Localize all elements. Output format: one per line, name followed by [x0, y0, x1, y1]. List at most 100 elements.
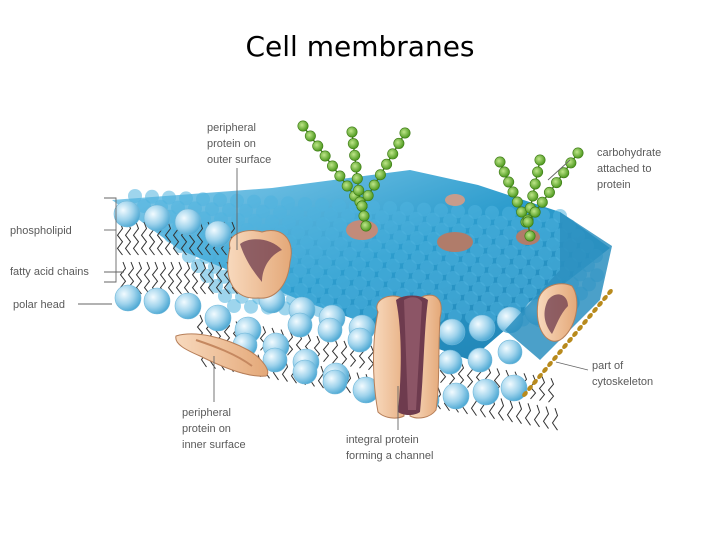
- surface-head: [247, 194, 261, 209]
- surface-head: [362, 286, 376, 301]
- cytoskeleton-bead: [542, 366, 548, 374]
- surface-head: [294, 283, 308, 297]
- sugar-unit: [347, 138, 359, 150]
- surface-head: [538, 246, 552, 261]
- surface-head: [537, 227, 551, 242]
- surface-head: [354, 295, 368, 310]
- cytoskeleton-bead: [532, 378, 538, 386]
- surface-head: [325, 227, 339, 241]
- surface-head: [282, 215, 296, 230]
- surface-head: [292, 244, 306, 259]
- surface-head: [419, 241, 433, 255]
- surface-head: [315, 197, 329, 212]
- surface-head: [420, 260, 434, 275]
- sugar-unit: [529, 206, 541, 218]
- surface-head: [446, 271, 460, 285]
- surface-head: [145, 189, 159, 204]
- phospholipid-head: [500, 374, 528, 402]
- sugar-unit: [543, 186, 555, 198]
- surface-head: [341, 208, 355, 223]
- surface-head: [531, 275, 545, 289]
- surface-head: [421, 279, 435, 294]
- surface-head: [264, 195, 278, 210]
- phospholipid-head: [204, 304, 232, 332]
- cytoskeleton-bead: [587, 312, 593, 320]
- surface-head: [309, 245, 323, 260]
- label-polar-head: polar head: [13, 299, 65, 311]
- label-cytoskeleton: part of cytoskeleton: [592, 360, 653, 388]
- surface-head: [386, 258, 400, 273]
- surface-head: [402, 240, 416, 255]
- surface-head: [336, 275, 350, 290]
- surface-head: [523, 284, 537, 299]
- surface-head: [539, 265, 553, 280]
- surface-head: [445, 251, 459, 266]
- surface-head: [504, 245, 518, 259]
- surface-head: [179, 191, 193, 206]
- cytoskeleton-fiber: [522, 288, 613, 398]
- sugar-unit: [346, 126, 358, 138]
- sugar-unit: [381, 158, 393, 170]
- surface-head: [353, 276, 367, 291]
- surface-head: [244, 299, 258, 314]
- fatty-acid-tail: [542, 406, 550, 429]
- surface-head: [496, 254, 510, 269]
- surface-head: [481, 291, 495, 306]
- fatty-acid-tail: [199, 261, 207, 295]
- surface-head: [394, 249, 408, 264]
- fatty-acid-tail: [367, 345, 375, 371]
- fatty-acid-tail: [175, 261, 183, 295]
- surface-head: [281, 196, 295, 211]
- surface-head: [265, 214, 279, 229]
- sugar-unit: [350, 161, 362, 173]
- surface-head: [434, 203, 448, 218]
- sugar-unit: [387, 148, 399, 160]
- surface-head: [216, 250, 230, 265]
- fatty-acid-tail: [215, 261, 223, 295]
- integral-channel-protein: [373, 294, 442, 419]
- fatty-acid-tail: [317, 365, 325, 389]
- surface-head: [302, 273, 316, 288]
- surface-head: [222, 203, 236, 217]
- sugar-unit: [527, 190, 539, 202]
- surface-head: [273, 205, 287, 220]
- fatty-acid-tail: [183, 261, 191, 295]
- phospholipid-head: [437, 349, 463, 375]
- surface-head: [173, 239, 187, 253]
- fatty-acid-tail: [124, 221, 132, 256]
- surface-head: [503, 225, 517, 240]
- phospholipid-head: [287, 312, 313, 338]
- peripheral-protein-outer: [227, 230, 292, 299]
- label-fatty-acid-chains: fatty acid chains: [10, 266, 89, 278]
- phospholipid-head: [174, 208, 202, 236]
- phospholipid-head: [317, 317, 343, 343]
- sugar-unit: [551, 177, 563, 189]
- sugar-unit: [356, 200, 368, 212]
- sugar-unit: [534, 154, 546, 166]
- sugar-unit: [362, 190, 374, 202]
- surface-head: [547, 256, 561, 271]
- surface-head: [301, 254, 315, 269]
- surface-head: [316, 217, 330, 231]
- surface-head: [327, 265, 341, 280]
- fatty-acid-tail: [143, 261, 151, 295]
- surface-head: [311, 283, 325, 298]
- surface-head: [471, 262, 485, 277]
- cytoskeleton-bead: [602, 294, 608, 302]
- surface-head: [324, 207, 338, 222]
- sugar-unit: [297, 120, 309, 132]
- cytoskeleton-bead: [597, 300, 603, 308]
- surface-head: [469, 224, 483, 239]
- sugar-unit: [326, 160, 338, 172]
- surface-head: [497, 273, 511, 288]
- phospholipid-head: [322, 369, 348, 395]
- label-peripheral-outer: peripheral protein on outer surface: [207, 122, 271, 166]
- phospholipid-head: [468, 314, 496, 342]
- surface-head: [299, 216, 313, 231]
- surface-head: [473, 301, 487, 315]
- cytoskeleton-bead: [522, 390, 528, 398]
- sugar-unit: [334, 170, 346, 182]
- sugar-unit: [374, 169, 386, 181]
- fatty-acid-tail: [515, 401, 523, 424]
